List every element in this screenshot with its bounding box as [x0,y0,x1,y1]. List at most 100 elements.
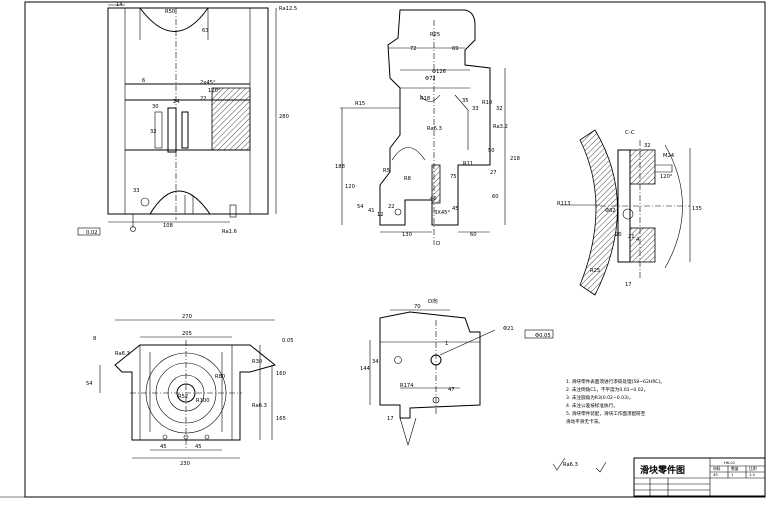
section-cc-dims: C-C 32 M24 120° R113 Φ82 135 20 21 4 17 … [557,130,702,288]
dim-45: 45 [452,206,459,212]
section-label: C-C [625,130,635,136]
dim-108: 108 [163,223,173,229]
ra2-side: Ra3.2 [493,124,508,130]
d-view-mark: D [436,241,440,247]
title-block: 滑块零件图 HK-01 材料 数量 比例 45 1 1:1 [633,457,766,497]
dim-120: 120° [660,174,673,180]
dim-r30: R30 [252,359,262,365]
dim-75: 75 [450,174,457,180]
dim-chamfer: 3X45° [434,210,450,216]
dim-45b: 45 [195,444,202,450]
dim-130: 130 [402,232,412,238]
tol-top: 0.05 [282,338,294,344]
front-view [77,4,277,236]
dim-17: 17 [387,416,394,422]
tb-val-2: 1 [731,472,734,477]
tol-d: Φ0.05 [535,333,551,339]
tech-notes: 1. 滑块零件表面须进行渗碳处理(58~62HRC)。 2. 未注倒角C1，不平… [566,378,665,425]
top-view [99,319,277,459]
dim-2x45: 2x45° [200,80,216,86]
detail-d-view [369,309,554,447]
dim-165: 165 [276,416,286,422]
dim-34: 34 [372,359,379,365]
dim-m24: M24 [663,153,675,159]
drawing-title: 滑块零件图 [640,464,685,476]
dim-32: 32 [496,106,503,112]
dim-r50: R50 [165,9,175,15]
dim-r25: R25 [590,268,600,274]
datum-tol: 0.02 [86,230,98,236]
svg-text:Ra6.3: Ra6.3 [563,462,578,468]
dim-33: 33 [133,188,140,194]
dim-72: 72 [410,46,417,52]
dim-40: 40 [430,196,437,202]
dim-4: 4 [636,237,640,243]
dim-d21: Φ21 [503,326,514,332]
dim-r80: R80 [215,374,225,380]
dim-32: 32 [150,129,157,135]
section-cc [560,129,691,296]
drawing-code: HK-01 [724,460,736,465]
dim-70: 70 [414,304,421,310]
dim-144: 144 [360,366,371,372]
dim-22: 22 [388,204,395,210]
dim-35: 35 [462,98,469,104]
dim-r15: R15 [355,101,365,107]
dim-r100: R100 [196,398,210,404]
ra-top: Ra6.3 [115,351,130,357]
dim-120: 120 [345,184,355,190]
side-view [340,9,506,245]
dim-r174: R174 [400,383,414,389]
dim-126: Φ126 [432,69,446,75]
dim-22: 22 [200,96,207,102]
tb-val-3: 1:1 [749,472,756,477]
dim-12: 12 [377,212,384,218]
dim-33: 33 [472,106,479,112]
dim-r18: R18 [420,96,430,102]
dim-r25: R25 [430,32,440,38]
note-5: 5. 滑块零件装配，滑块工作面须配研至 [566,410,646,417]
note-3: 3. 未注圆角为R3(0.02~0.03)。 [566,394,633,401]
roughness-tr: Ra12.5 [279,6,297,12]
side-view-dims: R25 72 69 Φ126 Φ72 R18 R15 R10 33 35 32 … [335,32,520,247]
detail-d-dims: D向 70 Φ21 Φ0.05 144 34 R174 47 17 1 [360,297,551,422]
dim-135: 135 [692,206,702,212]
ra-top-b: Ra6.3 [252,403,267,409]
dim-r11: R11 [463,161,473,167]
roughness-symbol: Ra6.3 [552,457,607,473]
dim-27: 27 [490,170,497,176]
note-6: 滑动平滑无卡滞。 [566,418,603,425]
dim-120: 120° [208,88,221,94]
dim-6: 6 [142,78,145,84]
dim-47: 47 [448,387,455,393]
dim-r5: R5 [383,168,390,174]
roughness-br: Ra1.6 [222,229,237,235]
dim-41: 41 [368,208,375,214]
dim-50: 50 [488,148,495,154]
tb-col-1: 材料 [713,466,721,471]
dim-60b: 60 [492,194,499,200]
dim-188: 188 [335,164,345,170]
dim-8: 8 [93,336,96,342]
sheet-frame [0,1,766,498]
dim-r113: R113 [557,201,571,207]
tb-col-3: 比例 [749,466,757,471]
top-view-dims: 270 205 8 Ra6.3 0.05 54 R30 R100 R80 160… [86,314,294,467]
tb-val-1: 45 [713,472,718,477]
dim-21: 21 [628,234,635,240]
ra-side: Ra6.3 [427,126,442,132]
dim-r10: R10 [482,100,492,106]
detail-d-label: D向 [428,297,438,305]
note-4: 4. 未注公差按标准执行。 [566,402,618,409]
dim-63: 63 [202,28,209,34]
tb-col-2: 数量 [731,466,739,471]
dim-72b: Φ72 [425,76,436,82]
dim-82: Φ82 [605,208,616,214]
dim-280: 280 [279,114,289,120]
dim-230: 230 [180,461,190,467]
dim-r52: R52 [178,394,188,400]
dim-60: 60 [470,232,477,238]
dim-1: 1 [445,341,448,347]
